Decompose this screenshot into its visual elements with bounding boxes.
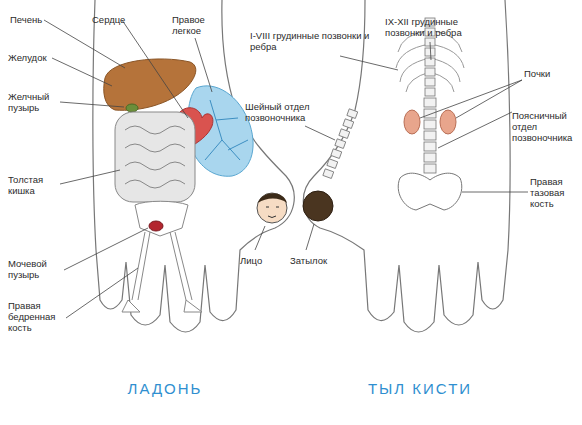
part-label: Затылок	[290, 255, 335, 266]
part-label: Сердце	[92, 14, 132, 25]
back-hand-outline	[303, 0, 510, 332]
bronchi	[205, 100, 248, 160]
skeleton	[122, 201, 202, 312]
part-label: Лицо	[240, 255, 270, 266]
leader-lines	[44, 20, 528, 318]
part-label: Печень	[10, 14, 50, 25]
part-label: Почки	[524, 68, 564, 79]
part-label: Мочевой пузырь	[8, 258, 64, 280]
kidney	[404, 110, 420, 134]
face	[257, 193, 287, 223]
bladder	[149, 221, 163, 231]
back-of-head	[303, 191, 333, 221]
hair	[258, 193, 287, 203]
face-features	[266, 207, 279, 218]
ribs	[396, 30, 464, 92]
part-label: Шейный отдел позвоночника	[245, 101, 330, 123]
part-label: Правая бедренная кость	[8, 300, 66, 333]
part-label: Правое легкое	[172, 14, 220, 36]
spine	[424, 18, 436, 173]
part-label: Правая тазовая кость	[530, 176, 580, 209]
part-label: IX-XII грудинные позвонки и ребра	[385, 16, 495, 38]
intestines	[115, 112, 195, 202]
part-label: I-VIII грудинные позвонки и ребра	[250, 30, 370, 52]
gallbladder	[126, 104, 138, 112]
pelvis	[398, 173, 462, 210]
part-label: Толстая кишка	[8, 174, 60, 196]
view-title: ТЫЛ КИСТИ	[345, 380, 495, 398]
liver	[104, 59, 196, 110]
part-label: Желудок	[8, 52, 52, 63]
view-title: ЛАДОНЬ	[100, 380, 230, 398]
kidney	[440, 110, 456, 134]
cervical-spine	[323, 109, 358, 179]
part-label: Поясничный отдел позвоночника	[512, 110, 580, 143]
part-label: Желчный пузырь	[8, 91, 60, 113]
